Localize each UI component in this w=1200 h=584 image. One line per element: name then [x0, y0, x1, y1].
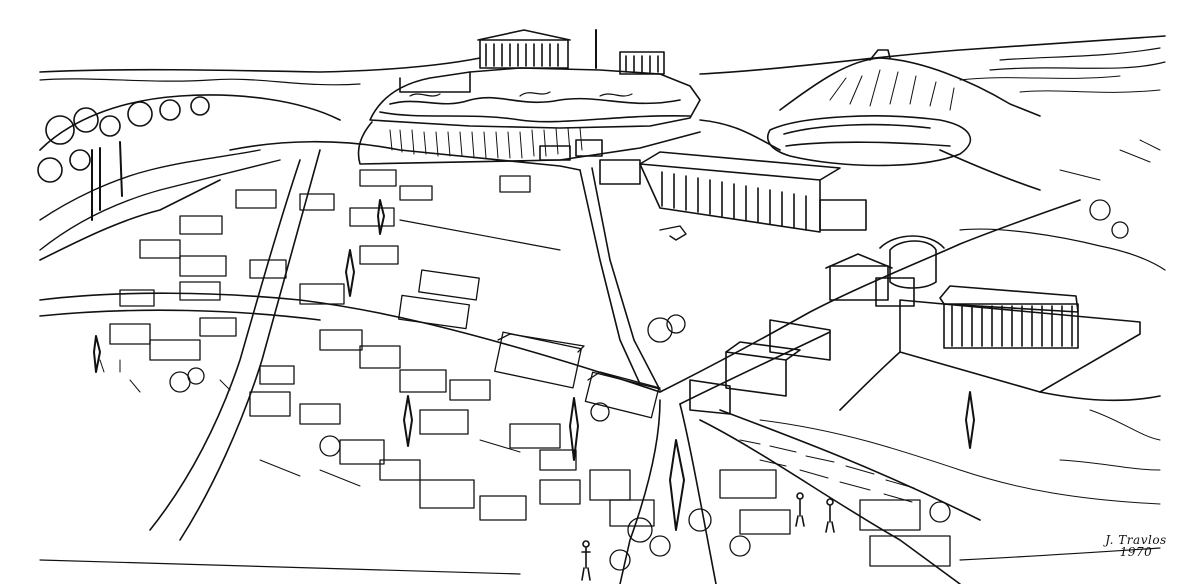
cypress-trees — [93, 199, 975, 531]
stoa-long — [599, 151, 867, 233]
theatre-structure — [699, 115, 1041, 191]
horizon — [39, 35, 1166, 93]
acropolis-slopes — [357, 121, 701, 165]
signature-year: 1970 — [1119, 545, 1153, 559]
bushes — [169, 199, 1129, 571]
artist-signature: J. Travlos 1970 — [1100, 534, 1172, 558]
agora-square — [229, 140, 687, 251]
hill-right — [779, 49, 1041, 117]
acropolis — [369, 29, 701, 129]
roads — [39, 149, 1081, 584]
tholos-group — [689, 235, 945, 415]
temple-right — [839, 228, 1166, 411]
left-hillside — [37, 94, 341, 251]
signature-name: J. Travlos — [1105, 533, 1167, 547]
residential-district — [99, 169, 951, 567]
right-slopes — [739, 139, 1161, 505]
foreground-edge — [39, 547, 1161, 575]
human-figures — [581, 492, 835, 581]
